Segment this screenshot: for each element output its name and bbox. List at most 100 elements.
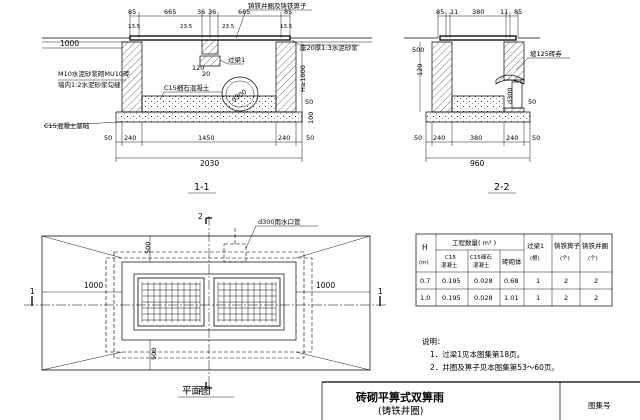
plan-outer-boundary (41, 235, 371, 371)
h-label: H≥1000 (299, 65, 307, 92)
marker-1-left: 1 (30, 287, 35, 296)
th-c15-2: 混凝土 (441, 261, 458, 269)
note-2: 2．井圈及箅子见本图集第53～60页。 (430, 362, 559, 372)
dim-85-right: 85 (284, 8, 292, 16)
dim-2030: 2030 (200, 159, 219, 168)
title-page-fragment: 图集号 (588, 400, 611, 410)
th-fine: C15细石 (470, 253, 492, 261)
callout-grate: 铸铁井圈及铸铁箅子 (248, 1, 307, 10)
dim-13-5-right: 13.5 (280, 24, 293, 30)
pipe-opening-2 (511, 81, 523, 109)
marker-1-right: 1 (378, 287, 383, 296)
dim-240-br2: 240 (506, 134, 518, 142)
dim-240-br: 240 (278, 134, 290, 142)
cell-r0-fine: 0.028 (474, 277, 493, 285)
callout-wall-2: 墙内1:2水泥砂浆勾缝 (58, 80, 121, 89)
cell-r0-brick: 0.68 (504, 277, 518, 285)
callout-beam-leader (219, 59, 244, 65)
dim-50-bl2: 50 (414, 134, 422, 142)
dim-85-r2: 85 (514, 8, 522, 16)
notes: 说明： 1．过梁1见本图集第18页。 2．井圈及箅子见本图集第53～60页。 (422, 336, 559, 372)
quantity-table: H (m) 工程数量( m³ ) C15 混凝土 C15细石 混凝土 砖砌体 过… (415, 233, 613, 307)
cell-r0-ring: 2 (594, 277, 598, 285)
callout-base: C15混凝土基础 (44, 121, 90, 130)
dim-50-2: 50 (528, 98, 536, 106)
plan-dim-500-bottom: 500 (150, 348, 158, 360)
dim-50-br: 50 (306, 134, 314, 142)
dim-1450: 1450 (198, 134, 215, 142)
dim-20: 20 (202, 70, 210, 78)
dim-13-5-left: 13.5 (128, 24, 141, 30)
callout-slope-leader (515, 57, 570, 71)
pipe-callout-leader (245, 225, 318, 249)
fine-concrete-2 (451, 95, 505, 113)
th-grate-unit: (个) (560, 255, 570, 262)
beam-1 (199, 55, 221, 67)
plan-grate-left-bars (141, 282, 201, 322)
dim-36-left: 36 (197, 8, 205, 16)
top-dims-2 (437, 12, 519, 38)
th-ring: 铸铁井圈 (582, 241, 608, 250)
bottom-dims-2 (425, 122, 531, 146)
marker-2-top: 2 (198, 212, 203, 221)
cell-r0-c15: 0.195 (442, 277, 461, 285)
plan-dim-1000-left: 1000 (84, 281, 103, 290)
note-1: 1．过梁1见本图集第18页。 (430, 349, 524, 359)
section-2-2: 85 11 380 11 85 d300 500 120 坡125砖券 50 5… (404, 8, 570, 194)
fine-stone-concrete (141, 95, 277, 113)
left-wall-2 (431, 41, 453, 113)
dim-120: 120 (192, 64, 204, 72)
dim-11-l2: 11 (450, 8, 458, 16)
cell-r0-h: 0.7 (420, 277, 430, 285)
th-grate: 铸铁箅子 (554, 241, 581, 250)
dim-36-right: 36 (208, 8, 216, 16)
title-block: 砖砌平箅式双箅雨 (铸铁井圈) 图集号 (321, 381, 640, 420)
notes-heading: 说明： (422, 336, 445, 346)
callout-slope: 坡125砖券 (530, 49, 562, 58)
th-c15: C15 (445, 255, 456, 261)
marker-2-top-line (205, 217, 212, 224)
dim-50-bl: 50 (104, 134, 112, 142)
grate-cover-2 (439, 35, 517, 41)
dim-100: 100 (307, 112, 315, 124)
th-brick: 砖砌体 (502, 257, 522, 266)
dim-85-left: 85 (128, 8, 136, 16)
cell-r1-fine: 0.028 (474, 294, 493, 302)
callout-c15-fine: C15细石混凝土 (164, 83, 210, 92)
cell-r0-grate: 2 (564, 277, 568, 285)
base-2 (425, 111, 531, 123)
cell-r1-beam: 1 (536, 294, 540, 302)
marker-1-lines (31, 296, 381, 306)
total-dim-line (115, 146, 303, 162)
th-fine-2: 混凝土 (473, 261, 490, 269)
plan-pipe-dashed (223, 243, 247, 263)
pipe-d300 (221, 76, 259, 112)
th-beam: 过梁1 (527, 241, 544, 250)
table-row: 1.0 0.195 0.028 1.01 1 2 2 (420, 294, 598, 302)
pipe-inner (225, 80, 255, 108)
th-h-unit: (m) (419, 260, 429, 266)
section-label-2-2: 2-2 (494, 182, 510, 193)
cell-r1-grate: 2 (564, 294, 568, 302)
dim-240-bl2: 240 (433, 134, 445, 142)
dim-50-br2: 50 (532, 134, 540, 142)
dim-960: 960 (470, 159, 485, 168)
callout-c15-leader (159, 91, 222, 101)
title-block-vlines (321, 382, 561, 420)
cell-r1-brick: 1.01 (504, 294, 518, 302)
pipe-label-2: d300 (506, 87, 514, 104)
plan-diagonals (41, 235, 371, 371)
cell-r1-h: 1.0 (420, 294, 430, 302)
callout-mortar-leader (291, 39, 360, 46)
cell-r1-c15: 0.195 (442, 294, 461, 302)
table-frame (415, 233, 613, 307)
dim-11-r2: 11 (500, 8, 508, 16)
dim-500-2: 500 (412, 46, 424, 54)
pipe-callout: d300雨水口管 (258, 217, 301, 226)
plan-dim-500-top: 500 (144, 242, 152, 254)
section-label-1-1: 1-1 (194, 182, 210, 193)
dim-85-l2: 85 (436, 8, 444, 16)
th-qty: 工程数量( m³ ) (452, 238, 496, 247)
callout-mortar: 座20厚1:3水泥砂浆 (300, 43, 358, 52)
